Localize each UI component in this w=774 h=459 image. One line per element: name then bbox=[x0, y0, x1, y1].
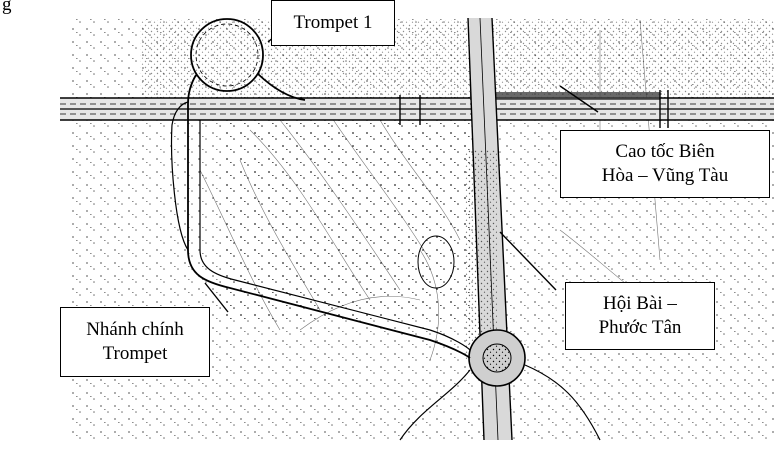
trompet1-loop bbox=[187, 18, 306, 105]
nhanh-chinh-trompet bbox=[170, 101, 601, 441]
hoibai-line1: Hội Bài – bbox=[603, 293, 677, 314]
label-caotoc: Cao tốc Biên Hòa – Vũng Tàu bbox=[560, 130, 770, 198]
roundabout bbox=[468, 329, 526, 387]
hoibai-line2: Phước Tân bbox=[598, 317, 682, 338]
central-area bbox=[220, 120, 470, 320]
label-trompet1: Trompet 1 bbox=[271, 0, 395, 46]
caotoc-line1: Cao tốc Biên bbox=[615, 141, 715, 162]
label-hoibai: Hội Bài – Phước Tân bbox=[565, 282, 715, 350]
trompet1-text: Trompet 1 bbox=[293, 12, 373, 33]
north-dense-area bbox=[140, 20, 774, 100]
nhanh-line2: Trompet bbox=[102, 343, 168, 364]
header-fragment: g bbox=[2, 0, 12, 15]
callout-pointers bbox=[204, 29, 599, 313]
pond-outline bbox=[417, 235, 455, 289]
label-nhanh-chinh: Nhánh chính Trompet bbox=[60, 307, 210, 377]
caotoc-expressway bbox=[60, 90, 774, 128]
caotoc-line2: Hòa – Vũng Tàu bbox=[601, 165, 729, 186]
nhanh-line1: Nhánh chính bbox=[86, 319, 184, 340]
